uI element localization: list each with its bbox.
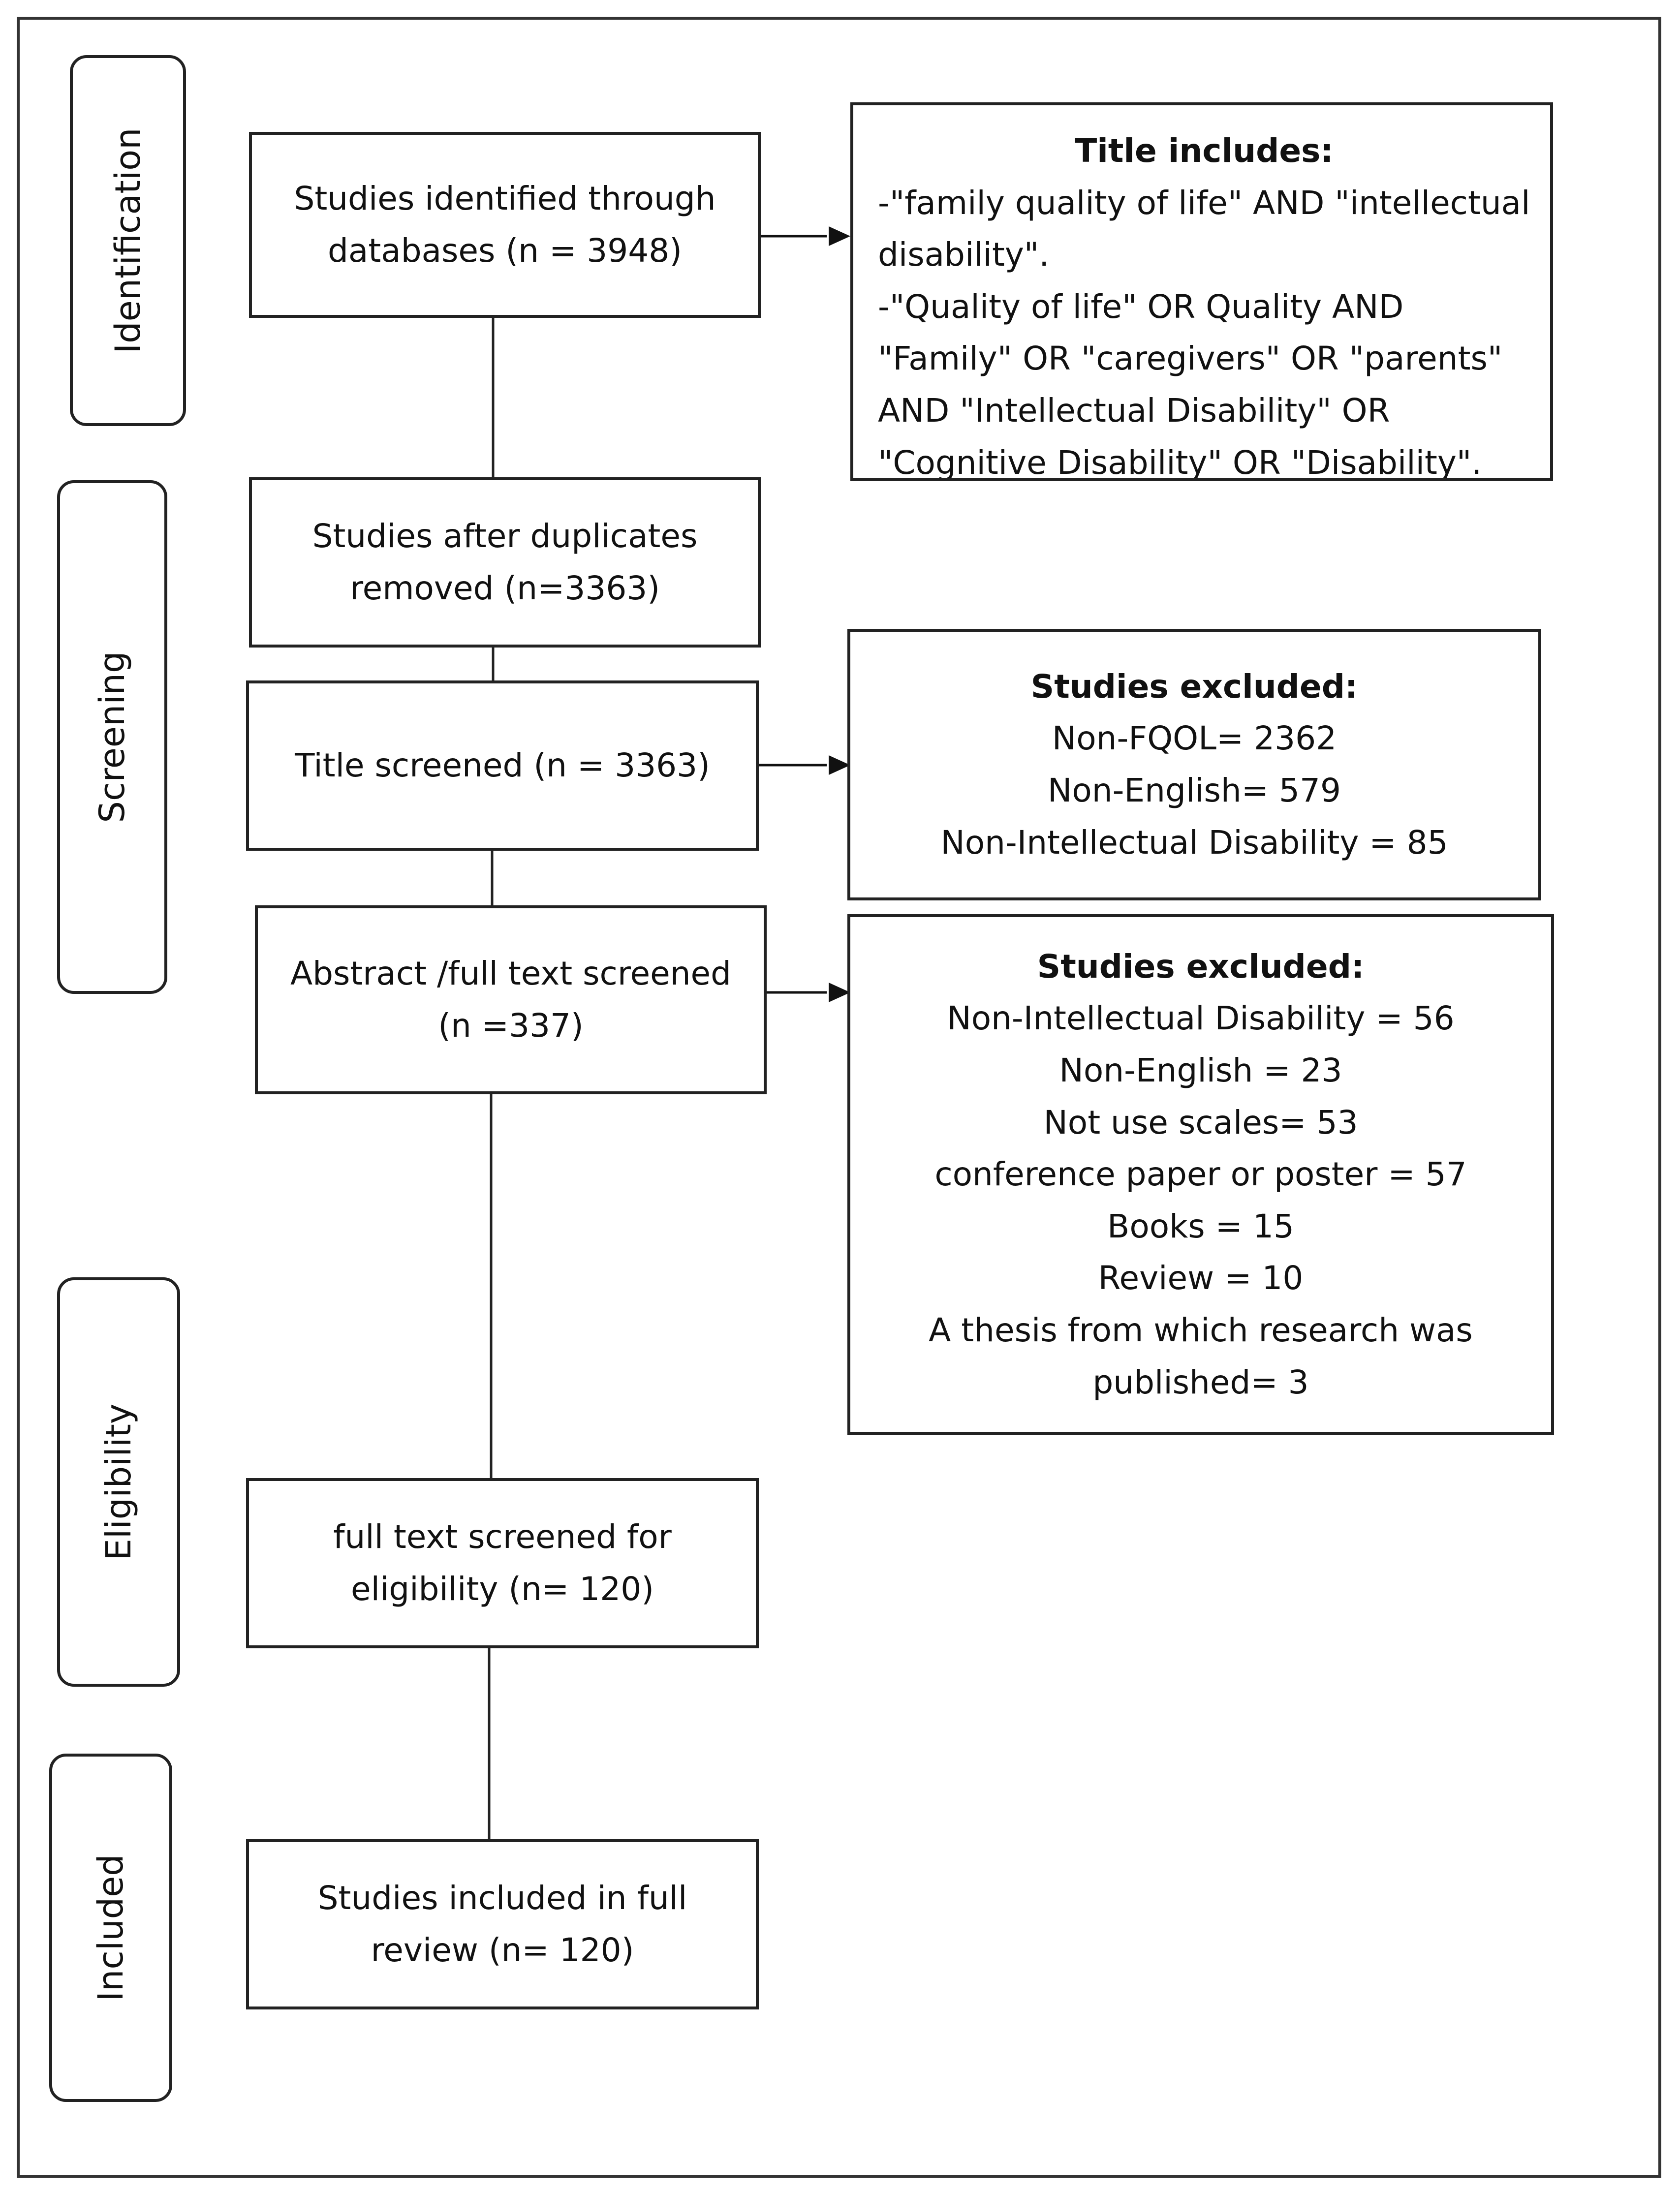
box-after-duplicates-line-2: removed (n=3363) [349,569,660,607]
box-after-duplicates-line-1: Studies after duplicates [312,517,698,556]
box-fulltext-eligibility-line-2: eligibility (n= 120) [351,1570,654,1608]
search-criteria-line: "Family" OR "caregivers" OR "parents" [878,340,1503,378]
search-criteria-line: -"Quality of life" OR Quality AND [878,287,1404,326]
stage-screening: Screening [57,480,167,994]
title-exclusion-item: Non-FQOL= 2362 [1052,719,1337,758]
title-exclusions-box: Studies excluded: Non-FQOL= 2362 Non-Eng… [847,629,1541,900]
box-title-screened: Title screened (n = 3363) [246,680,759,851]
search-criteria-line: -"family quality of life" AND "intellect… [878,184,1530,222]
figure-frame [17,17,1661,2178]
arrowhead-abstract-exclusions [829,983,850,1002]
box-studies-identified-line-2: databases (n = 3948) [328,232,682,270]
box-after-duplicates: Studies after duplicates removed (n=3363… [249,477,761,648]
stage-label-screening: Screening [92,651,132,823]
box-studies-identified: Studies identified through databases (n … [249,132,761,318]
title-exclusions-heading: Studies excluded: [1030,667,1358,706]
abstract-exclusion-item: A thesis from which research was [929,1311,1473,1349]
stage-label-identification: Identification [108,127,148,354]
abstract-exclusion-item: Review = 10 [1098,1259,1304,1297]
search-criteria-line: disability". [878,236,1050,274]
stage-label-eligibility: Eligibility [98,1403,139,1561]
abstract-exclusions-heading: Studies excluded: [1037,947,1365,986]
arrowhead-title-exclusions [829,755,850,775]
stage-label-included: Included [91,1854,131,2002]
title-exclusion-item: Non-English= 579 [1048,772,1341,809]
title-exclusion-item: Non-Intellectual Disability = 85 [940,823,1448,862]
stage-included: Included [49,1754,172,2102]
arrowhead-search-criteria [829,226,850,246]
abstract-exclusion-item: published= 3 [1092,1363,1309,1401]
abstract-exclusion-item: Non-English = 23 [1059,1051,1342,1090]
box-fulltext-eligibility: full text screened for eligibility (n= 1… [246,1478,759,1648]
abstract-exclusion-item: Books = 15 [1107,1207,1294,1245]
abstract-exclusion-item: conference paper or poster = 57 [934,1155,1467,1194]
search-criteria-box: Title includes: -"family quality of life… [850,102,1553,481]
abstract-exclusion-item: Not use scales= 53 [1043,1103,1358,1142]
search-criteria-line: "Cognitive Disability" OR "Disability". [878,443,1482,481]
search-criteria-heading: Title includes: [1075,132,1334,170]
box-abstract-screened: Abstract /full text screened (n =337) [255,905,767,1094]
search-criteria-line: AND "Intellectual Disability" OR [878,391,1390,430]
box-studies-included-line-1: Studies included in full [317,1879,687,1917]
box-title-screened-line-1: Title screened (n = 3363) [295,746,710,785]
stage-eligibility: Eligibility [57,1277,180,1687]
box-studies-included: Studies included in full review (n= 120) [246,1839,759,2009]
abstract-exclusions-box: Studies excluded: Non-Intellectual Disab… [847,914,1554,1435]
box-fulltext-eligibility-line-1: full text screened for [333,1518,672,1556]
box-studies-identified-line-1: Studies identified through [294,180,716,218]
abstract-exclusion-item: Non-Intellectual Disability = 56 [947,999,1455,1038]
stage-identification: Identification [70,55,186,426]
box-studies-included-line-2: review (n= 120) [371,1931,634,1969]
box-abstract-screened-line-1: Abstract /full text screened [290,955,732,993]
box-abstract-screened-line-2: (n =337) [438,1007,584,1045]
